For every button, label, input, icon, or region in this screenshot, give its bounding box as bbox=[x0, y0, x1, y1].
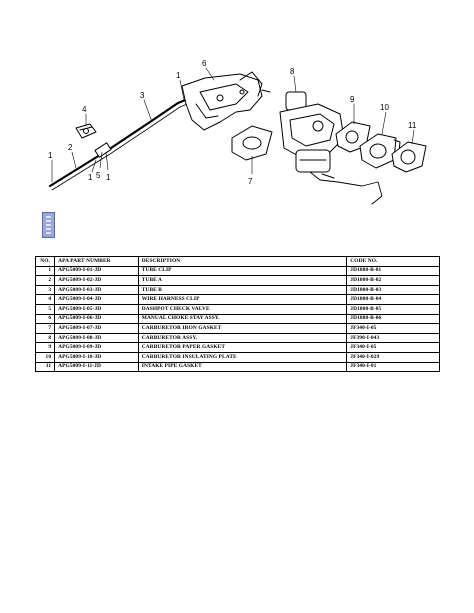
cell-description: WIRE HARNESS CLIP bbox=[137, 294, 348, 305]
leader-lines bbox=[51, 67, 415, 183]
cell-description: TUBE CLIP bbox=[137, 265, 348, 277]
cell-part-number: APG5009-I-03-JD bbox=[54, 284, 139, 296]
cell-part-number: APG5009-I-05-JD bbox=[54, 303, 139, 315]
cell-no: 8 bbox=[34, 332, 56, 344]
callout-11: 11 bbox=[408, 121, 417, 130]
cell-no: 2 bbox=[34, 275, 56, 286]
cell-code-no: JF390-I-043 bbox=[346, 332, 440, 344]
iron-gasket bbox=[231, 125, 273, 161]
cell-code-no: JD1800-B-03 bbox=[346, 284, 440, 296]
callout-2: 2 bbox=[68, 143, 73, 152]
header-no: NO. bbox=[34, 256, 56, 267]
cell-no: 1 bbox=[34, 265, 56, 277]
cell-part-number: APG5009-I-06-JD bbox=[54, 313, 139, 325]
tube-assembly bbox=[48, 91, 199, 191]
cell-part-number: APG5009-I-11-JD bbox=[54, 361, 139, 373]
cell-description: TUBE B bbox=[137, 284, 348, 296]
callout-1d: 1 bbox=[176, 71, 181, 80]
cell-description: INTAKE PIPE GASKET bbox=[137, 361, 348, 373]
cell-description: CARBURETOR INSULATING PLATE bbox=[137, 351, 348, 363]
callout-7: 7 bbox=[248, 177, 253, 186]
cell-part-number: APG5009-I-10-JD bbox=[54, 351, 139, 363]
callout-1c: 1 bbox=[106, 173, 111, 182]
cell-code-no: JD1800-B-06 bbox=[346, 313, 440, 325]
cell-description: CARBURETOR PAPER GASKET bbox=[137, 342, 348, 353]
cell-description: DASHPOT CHECK VALVE bbox=[137, 303, 348, 315]
table-header-row: NO. APA PART NUMBER DESCRIPTION CODE NO. bbox=[34, 256, 440, 267]
cell-no: 7 bbox=[34, 323, 56, 334]
cell-no: 4 bbox=[34, 294, 56, 305]
cell-part-number: APG5009-I-02-JD bbox=[54, 275, 139, 286]
callout-10: 10 bbox=[380, 103, 389, 112]
cell-code-no: JD1800-B-05 bbox=[346, 303, 440, 315]
callout-4: 4 bbox=[82, 105, 87, 114]
callout-9: 9 bbox=[350, 95, 355, 104]
callout-8: 8 bbox=[290, 67, 295, 76]
cell-part-number: APG5009-I-09-JD bbox=[54, 342, 139, 353]
cell-code-no: JD1800-B-01 bbox=[346, 265, 440, 277]
carburetor-assy bbox=[279, 91, 383, 205]
header-code-no: CODE NO. bbox=[346, 256, 440, 267]
manual-choke-stay bbox=[181, 71, 271, 131]
cell-code-no: JF340-I-05 bbox=[346, 323, 440, 334]
cell-part-number: APG5009-I-04-JD bbox=[54, 294, 139, 305]
page-thumbnail-icon bbox=[42, 212, 55, 238]
cell-code-no: JF340-I-029 bbox=[346, 351, 440, 363]
parts-exploded-diagram: 1 2 3 4 5 1 1 1 6 7 8 9 10 11 bbox=[48, 59, 427, 205]
cell-code-no: JF340-I-01 bbox=[346, 361, 440, 373]
cell-no: 11 bbox=[34, 361, 56, 373]
cell-description: CARBURETOR IRON GASKET bbox=[137, 323, 348, 334]
callout-1b: 1 bbox=[88, 173, 93, 182]
cell-no: 6 bbox=[34, 313, 56, 325]
cell-no: 5 bbox=[34, 303, 56, 315]
cell-description: CARBURETOR ASSY. bbox=[137, 332, 348, 344]
cell-code-no: JD1800-B-02 bbox=[346, 275, 440, 286]
callout-6: 6 bbox=[202, 59, 207, 68]
callout-5: 5 bbox=[96, 171, 101, 180]
header-part-number: APA PART NUMBER bbox=[54, 256, 139, 267]
wire-harness-clip bbox=[75, 123, 97, 139]
callout-3: 3 bbox=[140, 91, 145, 100]
cell-description: TUBE A bbox=[137, 275, 348, 286]
callout-1a: 1 bbox=[48, 151, 53, 160]
cell-no: 3 bbox=[34, 284, 56, 296]
intake-pipe-gasket bbox=[391, 141, 427, 173]
cell-code-no: JD1800-B-04 bbox=[346, 294, 440, 305]
cell-part-number: APG5009-I-01-JD bbox=[54, 265, 139, 277]
parts-table: NO. APA PART NUMBER DESCRIPTION CODE NO.… bbox=[34, 256, 440, 373]
cell-no: 9 bbox=[34, 342, 56, 353]
header-description: DESCRIPTION bbox=[137, 256, 348, 267]
cell-code-no: JF340-I-05 bbox=[346, 342, 440, 353]
cell-description: MANUAL CHOKE STAY ASSY. bbox=[137, 313, 348, 325]
cell-no: 10 bbox=[34, 351, 56, 363]
cell-part-number: APG5009-I-07-JD bbox=[54, 323, 139, 334]
cell-part-number: APG5009-I-08-JD bbox=[54, 332, 139, 344]
